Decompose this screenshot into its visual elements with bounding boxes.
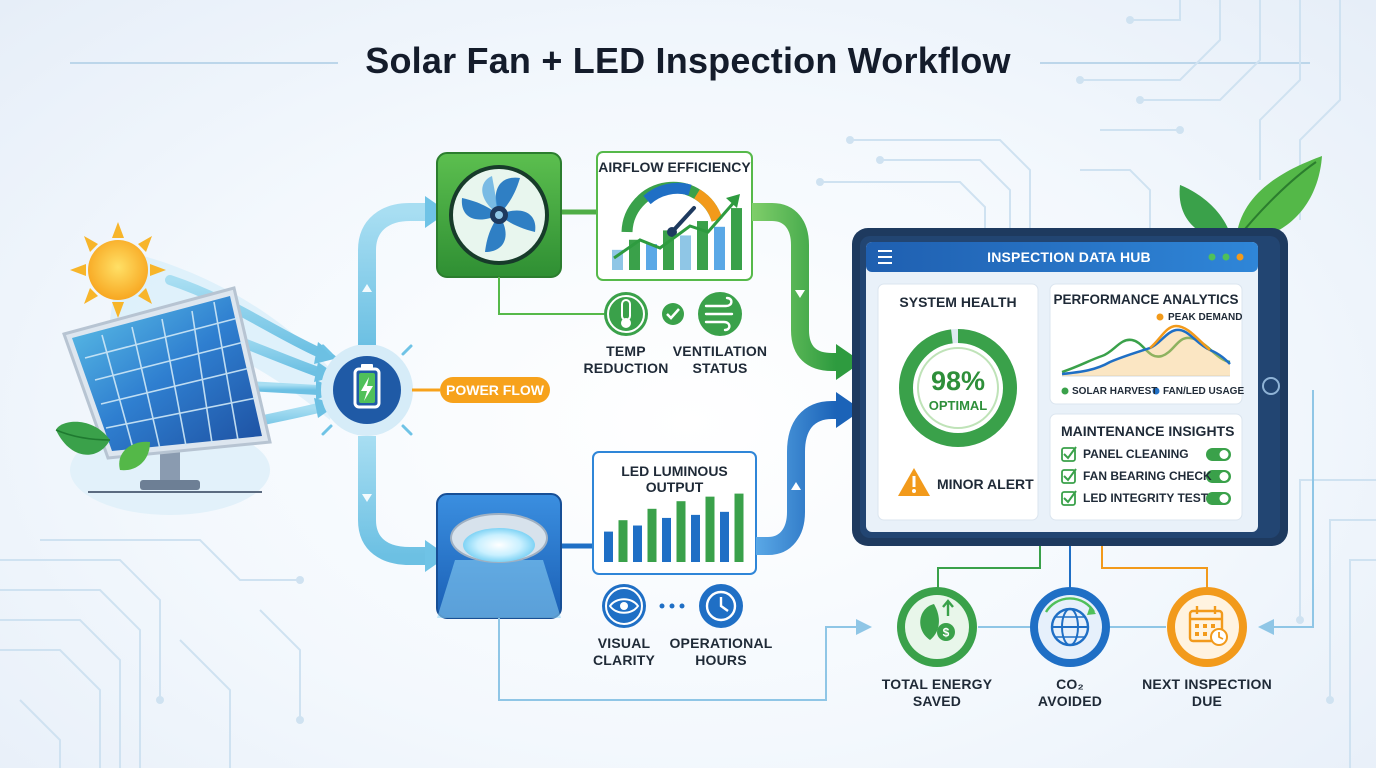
maintenance-insights-title: MAINTENANCE INSIGHTS	[1061, 423, 1235, 439]
page-title: Solar Fan + LED Inspection Workflow	[365, 40, 1011, 81]
bar	[646, 244, 657, 270]
airflow-bars	[612, 208, 742, 270]
bar	[676, 501, 686, 562]
sun-icon	[70, 222, 166, 318]
hub-to-inspection-line	[1101, 546, 1208, 590]
maintenance-item: FAN BEARING CHECK	[1083, 469, 1212, 483]
temp-reduction-label: TEMP REDUCTION	[583, 343, 669, 376]
arrow-led-to-hub	[756, 401, 836, 555]
led-output-card	[592, 451, 757, 575]
bar	[618, 520, 628, 562]
circuit-nodes	[156, 16, 1334, 724]
system-health-title: SYSTEM HEALTH	[899, 294, 1017, 310]
leaf-icon	[1179, 156, 1322, 241]
arrow-to-fan	[358, 203, 425, 345]
calendar-icon	[1167, 587, 1247, 667]
ventilation-status-label: VENTILATION STATUS	[672, 343, 768, 376]
system-health-value: 98%	[930, 366, 986, 396]
bar	[720, 511, 729, 562]
bar	[612, 249, 623, 270]
dots-connector	[659, 603, 685, 609]
total-energy-saved-label: TOTAL ENERGY SAVED	[881, 676, 993, 709]
bar	[714, 226, 725, 270]
arrow-airflow-to-hub	[752, 203, 836, 371]
bar	[731, 208, 742, 270]
system-health-status: OPTIMAL	[928, 398, 988, 413]
maintenance-item: PANEL CLEANING	[1083, 447, 1189, 461]
led-unit	[436, 493, 562, 619]
warning-icon	[898, 468, 930, 496]
airflow-efficiency-title: AIRFLOW EFFICIENCY	[598, 159, 751, 175]
next-inspection-due-label: NEXT INSPECTION DUE	[1142, 676, 1272, 709]
battery-hub	[321, 326, 413, 454]
hub-to-energy-line	[937, 546, 1041, 590]
health-ring	[899, 329, 1017, 447]
bar	[705, 496, 715, 562]
arrow-to-led	[358, 436, 425, 565]
airflow-card	[596, 151, 753, 281]
fan-icon	[461, 176, 536, 252]
bar	[629, 239, 640, 270]
maintenance-item: LED INTEGRITY TEST	[1083, 491, 1209, 505]
clock-icon	[699, 584, 743, 628]
hub-title: INSPECTION DATA HUB	[987, 249, 1151, 265]
bar	[691, 514, 700, 562]
legend-fan-led-usage: FAN/LED USAGE	[1163, 386, 1245, 397]
maintenance-checks	[1061, 446, 1077, 506]
maintenance-toggles	[1206, 448, 1231, 505]
solar-panel-icon	[55, 286, 272, 515]
bar	[663, 230, 674, 270]
feedback-loop-line	[498, 618, 872, 701]
bar	[697, 221, 708, 270]
visual-clarity-icon	[602, 584, 646, 628]
hub-return-line	[1258, 390, 1314, 635]
bar	[604, 531, 613, 562]
menu-icon	[878, 250, 892, 264]
tablet-home-button	[1262, 377, 1280, 395]
svg-text:$: $	[943, 626, 950, 640]
led-output-title: LED LUMINOUS OUTPUT	[621, 463, 728, 495]
energy-saved-icon: $	[897, 587, 977, 667]
performance-analytics-title: PERFORMANCE ANALYTICS	[1053, 292, 1239, 307]
fan-sensor-connector	[498, 277, 604, 315]
legend-solar-harvest: SOLAR HARVEST	[1072, 386, 1158, 397]
inspection-tablet	[852, 228, 1288, 546]
led-light-icon	[463, 528, 535, 562]
bar	[680, 235, 691, 270]
bar	[662, 517, 671, 562]
co2-globe-icon	[1030, 587, 1110, 667]
led-bars	[604, 493, 744, 562]
minor-alert-label: MINOR ALERT	[937, 476, 1034, 492]
visual-clarity-label: VISUAL CLARITY	[592, 635, 656, 668]
peak-demand-label: PEAK DEMAND	[1168, 312, 1243, 323]
fan-unit	[436, 152, 562, 278]
operational-hours-label: OPERATIONAL HOURS	[669, 635, 773, 668]
bar	[633, 525, 642, 562]
temp-reduction-icon	[604, 292, 648, 336]
co2-avoided-label: CO₂ AVOIDED	[1037, 676, 1103, 709]
ventilation-icon	[698, 292, 742, 336]
bar	[734, 493, 744, 562]
bar	[647, 508, 657, 562]
gauge-needle	[670, 206, 696, 234]
performance-chart	[1061, 313, 1231, 395]
power-flow-badge: POWER FLOW	[440, 377, 550, 403]
check-icon	[662, 303, 684, 325]
